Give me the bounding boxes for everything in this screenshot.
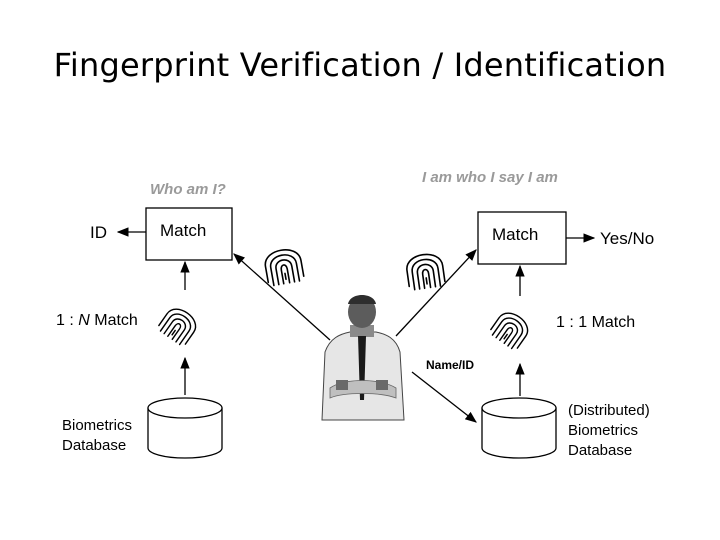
verification-match-label: Match <box>492 225 538 244</box>
fingerprint-icon <box>156 303 202 348</box>
person-icon <box>321 295 405 421</box>
identification-database-line2: Database <box>62 437 126 454</box>
identification-match-type: 1 : N Match <box>56 312 138 329</box>
identification-database-line1: Biometrics <box>62 417 132 434</box>
fingerprint-icon <box>404 251 447 292</box>
database-cylinder-icon <box>147 397 223 459</box>
verification-database-line2: Biometrics <box>568 422 638 439</box>
verification-output-label: Yes/No <box>600 229 654 248</box>
claimed-identity-label: Name/ID <box>426 358 474 372</box>
verification-match-type: 1 : 1 Match <box>556 314 635 331</box>
database-cylinder-icon <box>481 397 557 459</box>
name-id-to-database-arrow <box>411 371 477 423</box>
identification-match-box <box>145 207 233 261</box>
fingerprint-icon <box>488 307 534 352</box>
slide-title: Fingerprint Verification / Identificatio… <box>53 46 667 84</box>
person-to-identification-arrow <box>233 253 331 341</box>
identification-match-label: Match <box>160 221 206 240</box>
identification-output-label: ID <box>90 223 107 242</box>
verification-database-line1: (Distributed) <box>568 402 650 419</box>
identification-question: Who am I? <box>150 181 226 198</box>
verification-claim: I am who I say I am <box>422 169 558 186</box>
verification-database-line3: Database <box>568 442 632 459</box>
person-to-verification-arrow <box>395 249 477 337</box>
fingerprint-icon <box>262 246 306 288</box>
